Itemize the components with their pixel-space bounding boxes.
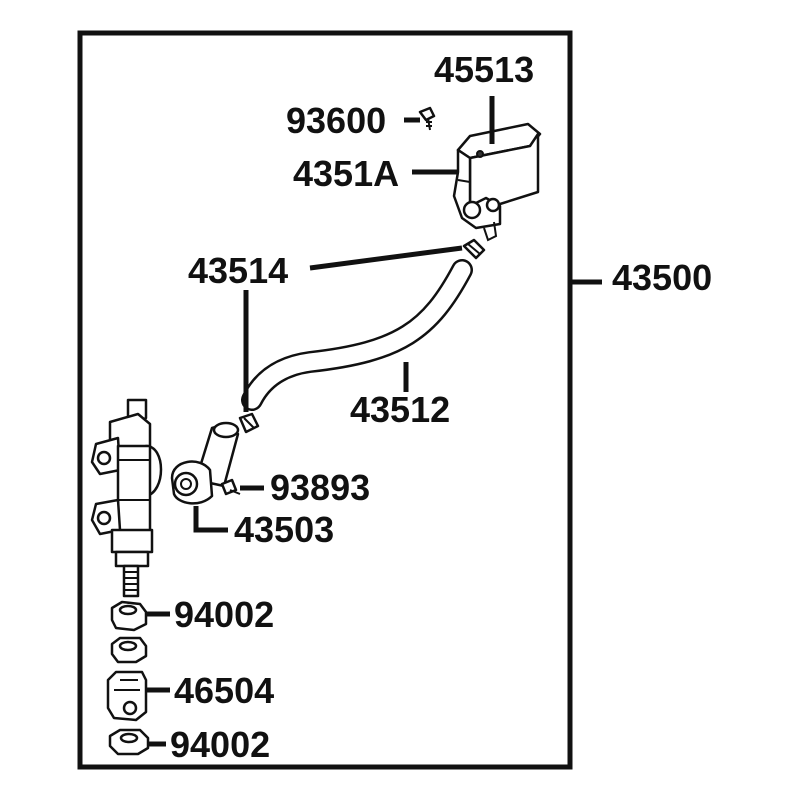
diagram-frame <box>77 30 573 770</box>
label-43514: 43514 <box>188 250 288 291</box>
leader-43503 <box>193 506 228 533</box>
nut-middle-part <box>110 636 148 664</box>
label-46504: 46504 <box>174 670 274 711</box>
label-45513: 45513 <box>434 49 534 90</box>
label-43512: 43512 <box>350 389 450 430</box>
reservoir-part <box>452 122 542 242</box>
master-cylinder-part <box>90 398 163 598</box>
label-94002-lower: 94002 <box>170 724 270 765</box>
nut-upper-part <box>110 600 148 632</box>
nut-lower-part <box>108 728 150 756</box>
label-4351a: 4351A <box>293 153 399 194</box>
screw-93600-part <box>418 106 436 131</box>
label-43503: 43503 <box>234 509 334 550</box>
joint-43503-part <box>170 421 240 505</box>
clevis-46504-part <box>106 670 148 722</box>
screw-93893-part <box>220 478 241 496</box>
label-94002-upper: 94002 <box>174 594 274 635</box>
hose-43512-part <box>241 259 473 411</box>
leader-43514-top <box>309 245 463 271</box>
label-93893: 93893 <box>270 467 370 508</box>
clamp-lower-part <box>238 412 260 434</box>
label-93600: 93600 <box>286 100 386 141</box>
clamp-upper-part <box>462 238 486 260</box>
label-43500: 43500 <box>612 257 712 298</box>
